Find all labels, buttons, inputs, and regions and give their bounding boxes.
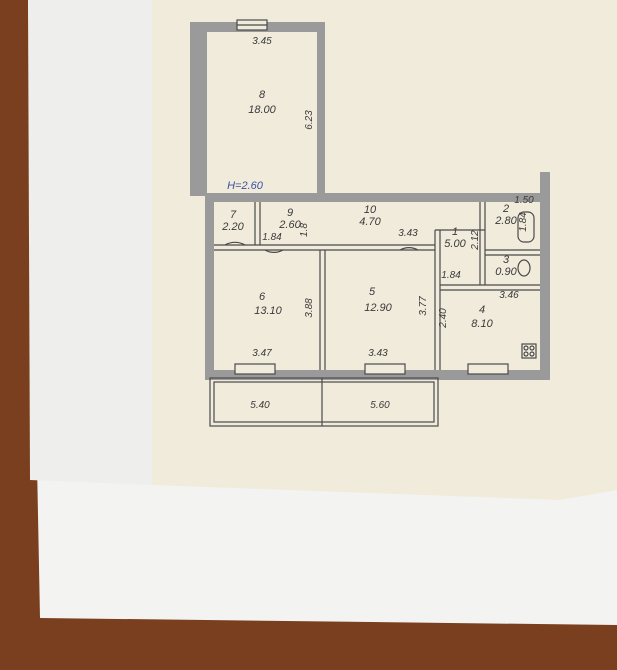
room-3-number: 3: [503, 254, 510, 266]
room-9-area: 2.60: [278, 219, 301, 231]
room-9-number: 9: [287, 207, 293, 219]
room-5-area: 12.90: [364, 302, 392, 314]
room-2-area: 2.80: [494, 215, 517, 227]
room-1-number: 1: [452, 226, 458, 238]
door-arc: [224, 241, 246, 246]
room-3-area: 0.90: [495, 266, 517, 278]
door-arc: [264, 249, 284, 254]
dim-room3-width: 1.84: [441, 270, 461, 281]
room-8-area: 18.00: [248, 104, 276, 116]
room-7-number: 7: [230, 209, 237, 221]
dim-corridor-width: 3.43: [398, 228, 418, 239]
dim-room4-width: 3.46: [499, 290, 519, 301]
dim-room2-height: 1.84: [518, 212, 529, 232]
bathtub-icon: [517, 211, 535, 243]
ceiling-height-note: H=2.60: [227, 180, 264, 192]
room-7-area: 2.20: [221, 221, 244, 233]
window: [467, 363, 509, 375]
room-2-number: 2: [502, 203, 509, 215]
room-4-area: 8.10: [471, 318, 493, 330]
dim-room1-height: 2.12: [470, 230, 481, 251]
room-5-number: 5: [369, 286, 376, 298]
dim-top-width: 3.45: [252, 36, 272, 47]
dim-room2-width: 1.50: [514, 195, 534, 206]
dim-corridor-height: 1.8: [299, 223, 310, 237]
room-10-area: 4.70: [359, 216, 381, 228]
stove-icon: [521, 343, 537, 359]
dim-room9-width: 1.84: [262, 232, 282, 243]
window: [364, 363, 406, 375]
dim-room5-width: 3.43: [368, 348, 388, 359]
room-labels: 8 18.00 7 2.20 9 2.60 10 4.70 1 5.00 2 2…: [221, 89, 517, 330]
dimension-labels: 3.45 6.23 1.84 1.8 3.43 2.12 1.50 1.84 1…: [250, 36, 534, 411]
dim-room5-depth: 3.77: [418, 296, 429, 316]
dim-room6-width: 3.47: [252, 348, 272, 359]
room-6-number: 6: [259, 291, 266, 303]
floor-plan: [190, 19, 550, 427]
room-1-area: 5.00: [444, 238, 466, 250]
room-4-number: 4: [479, 304, 485, 316]
room-10-number: 10: [364, 204, 377, 216]
dim-room4-depth: 2.40: [438, 308, 449, 329]
window: [234, 363, 276, 375]
balcony-1-area: 5.40: [250, 400, 270, 411]
dim-room6-depth: 3.88: [304, 298, 315, 318]
room-6-area: 13.10: [254, 305, 282, 317]
balcony-2-area: 5.60: [370, 400, 390, 411]
door-arc: [399, 246, 419, 251]
dim-room8-depth: 6.23: [304, 110, 315, 130]
room-8-number: 8: [259, 89, 266, 101]
balcony-outline: [209, 377, 439, 427]
toilet-icon: [517, 259, 531, 277]
